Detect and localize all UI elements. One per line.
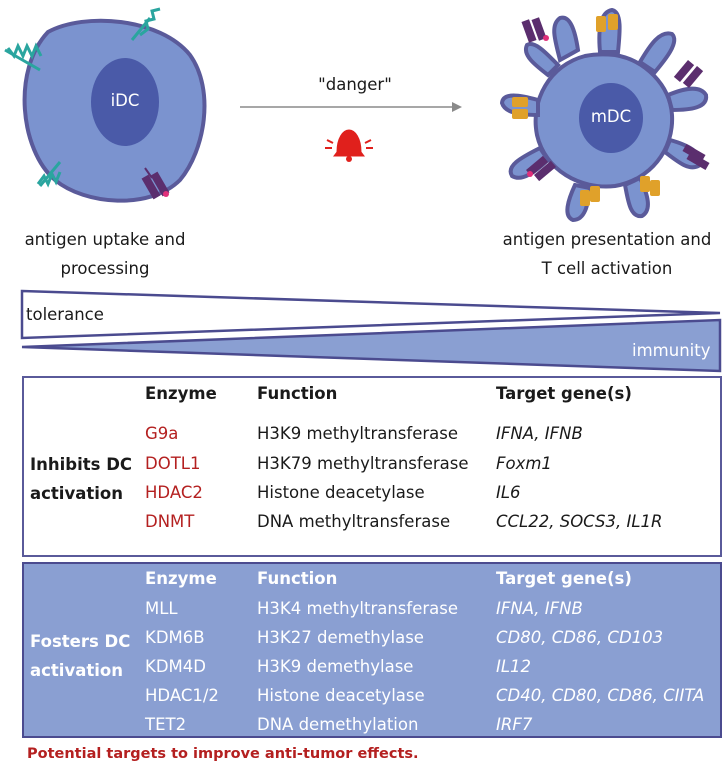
targets-cell: Foxm1: [496, 454, 552, 473]
targets-cell: CD40, CD80, CD86, CIITA: [496, 686, 705, 705]
function-cell: H3K4 methyltransferase: [257, 599, 458, 618]
receptor-icon: [141, 167, 170, 200]
enzyme-header: Enzyme: [145, 384, 217, 403]
antigen-icon: [4, 7, 161, 188]
function-header: Function: [257, 569, 338, 588]
idc-cell: [22, 18, 207, 203]
enzyme-cell: DOTL1: [145, 454, 201, 473]
idc-label: iDC: [110, 91, 140, 110]
function-cell: Histone deacetylase: [257, 686, 425, 705]
immunity-wedge: [21, 318, 722, 373]
mdc-receptor-icons: [512, 14, 710, 206]
targets-cell: CCL22, SOCS3, IL1R: [496, 512, 663, 531]
function-cell: H3K79 methyltransferase: [257, 454, 469, 473]
enzyme-cell: G9a: [145, 424, 179, 443]
alarm-bell-icon: [325, 129, 373, 162]
enzyme-cell: KDM6B: [145, 628, 205, 647]
inhibits-panel: Enzyme Function Target gene(s) Inhibits …: [22, 376, 722, 557]
enzyme-cell: HDAC2: [145, 483, 203, 502]
function-cell: Histone deacetylase: [257, 483, 425, 502]
danger-label: "danger": [318, 75, 392, 94]
inhibits-row-label: Inhibits DC activation: [30, 455, 133, 503]
targets-cell: IFNA, IFNB: [496, 599, 583, 618]
mdc-label: mDC: [590, 107, 632, 126]
fosters-row-label: Fosters DC activation: [30, 632, 131, 680]
enzyme-cell: DNMT: [145, 512, 195, 531]
enzyme-cell: MLL: [145, 599, 178, 618]
targets-cell: IL12: [496, 657, 532, 676]
enzyme-cell: TET2: [145, 715, 187, 734]
function-cell: H3K9 methyltransferase: [257, 424, 458, 443]
danger-arrow: [240, 102, 462, 112]
mdc-caption-text: antigen presentation and T cell activati…: [502, 230, 712, 278]
targets-header: Target gene(s): [496, 384, 632, 403]
idc-nucleus: [91, 58, 159, 146]
enzyme-header: Enzyme: [145, 569, 217, 588]
targets-cell: IRF7: [496, 715, 533, 734]
function-header: Function: [257, 384, 338, 403]
mdc-caption: antigen presentation and T cell activati…: [487, 225, 727, 283]
dc-illustration: [4, 7, 710, 223]
tolerance-wedge: [20, 289, 721, 340]
enzyme-cell: HDAC1/2: [145, 686, 219, 705]
targets-cell: IL6: [496, 483, 521, 502]
targets-cell: CD80, CD86, CD103: [496, 628, 664, 647]
idc-caption: antigen uptake and processing: [0, 225, 210, 283]
fosters-panel: Enzyme Function Target gene(s) Fosters D…: [22, 562, 722, 738]
targets-header: Target gene(s): [496, 569, 632, 588]
footer-note: Potential targets to improve anti-tumor …: [27, 746, 419, 762]
function-cell: DNA methyltransferase: [257, 512, 451, 531]
idc-caption-text: antigen uptake and processing: [24, 230, 186, 278]
immunity-label: immunity: [632, 341, 711, 360]
targets-cell: IFNA, IFNB: [496, 424, 583, 443]
function-cell: H3K27 demethylase: [257, 628, 424, 647]
function-cell: H3K9 demethylase: [257, 657, 414, 676]
function-cell: DNA demethylation: [257, 715, 419, 734]
enzyme-cell: KDM4D: [145, 657, 206, 676]
mdc-nucleus: [579, 83, 643, 153]
tolerance-label: tolerance: [26, 305, 104, 324]
